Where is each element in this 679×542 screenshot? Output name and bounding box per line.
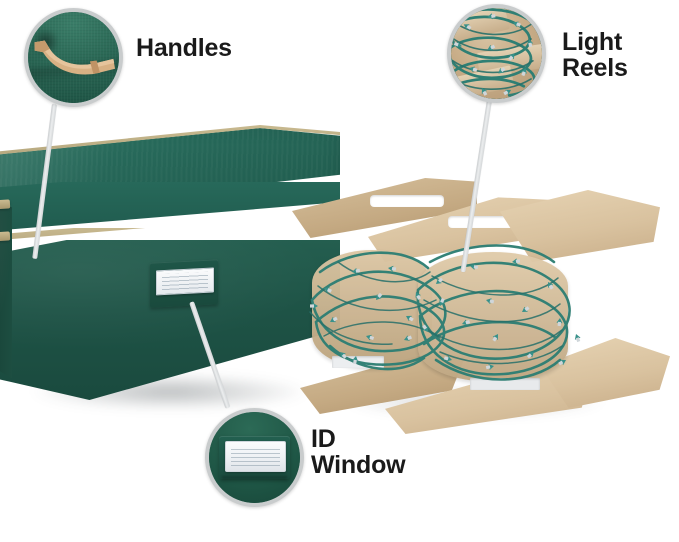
callout-label-handles: Handles	[136, 34, 232, 62]
callout-label-light-reels: Light Reels	[562, 28, 628, 82]
reel-paper-tag-center	[470, 378, 540, 390]
light-reels-zoom-wires	[451, 8, 542, 99]
reel-drum-center	[418, 252, 568, 382]
callout-bubble-id-window[interactable]	[205, 408, 304, 507]
product-id-window	[150, 259, 218, 308]
id-window-zoom-seam	[221, 475, 288, 482]
product-id-card	[156, 267, 214, 296]
id-window-zoom-card	[225, 441, 286, 473]
callout-bubble-light-reels[interactable]	[447, 4, 546, 103]
handles-fabric-texture	[28, 12, 119, 103]
reel-paper-tag-left	[332, 356, 384, 368]
id-window-zoom-rule-lines	[231, 445, 280, 468]
box-body-left-side	[0, 196, 12, 379]
reel-handle-hole-back-left	[369, 194, 444, 207]
handles-zoom-fabric	[28, 12, 119, 103]
callout-bubble-handles[interactable]	[24, 8, 123, 107]
side-carry-handle	[0, 199, 11, 210]
handle-strap-icon	[33, 39, 117, 75]
reel-drum-left	[312, 250, 432, 368]
side-carry-handle-lower	[0, 231, 11, 242]
id-card-rule-lines	[162, 271, 208, 291]
callout-label-id-window: ID Window	[311, 425, 406, 479]
